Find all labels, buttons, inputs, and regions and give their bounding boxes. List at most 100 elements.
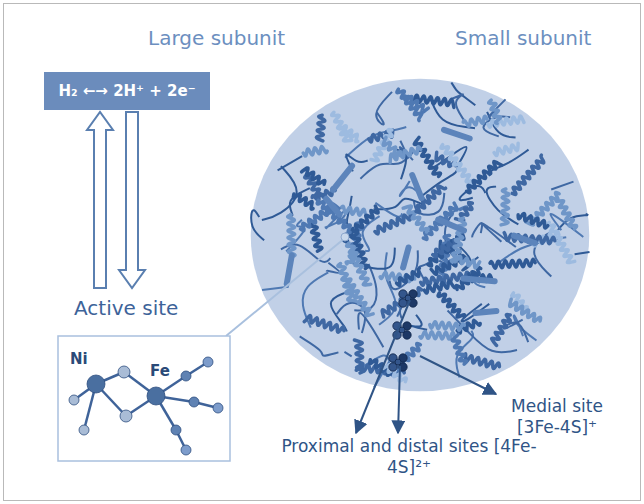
protein-helix <box>288 215 295 257</box>
protein-loop <box>575 252 590 254</box>
protein-loop <box>300 336 339 355</box>
protein-sheet <box>475 311 496 313</box>
protein-helix <box>510 299 541 321</box>
protein-helix <box>463 116 487 126</box>
protein-loop <box>278 156 303 170</box>
atom-ball <box>87 375 105 393</box>
bond-stick <box>124 372 156 396</box>
protein-helix <box>304 316 344 333</box>
protein-loop <box>551 182 573 190</box>
protein-helix <box>420 332 455 339</box>
subunit-label: Large subunit <box>148 26 318 50</box>
protein-helix <box>302 168 325 184</box>
atom-ball <box>213 403 223 413</box>
atom-ball <box>181 445 191 455</box>
protein-helix <box>438 293 464 317</box>
protein-helix <box>441 145 474 188</box>
atom-ball <box>69 395 79 405</box>
subunit-label: Small subunit <box>455 26 625 50</box>
callout-leader <box>356 300 410 433</box>
protein-helix <box>310 223 322 251</box>
atom-ball <box>181 371 191 381</box>
protein-loop <box>472 223 482 238</box>
protein-ribbon <box>251 79 590 391</box>
protein-sheet <box>403 247 408 267</box>
atom-ball <box>171 425 181 435</box>
bond-stick <box>126 396 156 416</box>
protein-helix <box>492 314 511 345</box>
cluster-atom <box>395 359 401 365</box>
protein-loop <box>504 320 528 342</box>
protein-helix <box>354 340 363 373</box>
protein-helix <box>452 334 467 364</box>
protein-helix <box>382 288 421 317</box>
bond-stick <box>194 402 218 408</box>
block-arrow <box>119 112 145 288</box>
site-callout: Medial site [3Fe-4S]⁺ <box>493 396 621 437</box>
bond-stick <box>156 396 176 430</box>
protein-helix <box>343 277 373 316</box>
bond-stick <box>156 376 186 396</box>
bond-stick <box>156 396 194 402</box>
protein-body <box>251 79 590 391</box>
protein-helix <box>504 233 555 244</box>
protein-helix <box>501 189 509 225</box>
inset-drawing <box>56 290 232 464</box>
protein-helix <box>383 137 401 155</box>
iron-sulfur-clusters <box>389 290 417 371</box>
protein-sheet <box>326 199 339 215</box>
reaction-box: H₂ ←→ 2H⁺ + 2e⁻ <box>44 72 210 110</box>
figure-frame <box>4 4 641 501</box>
atom-label: Fe <box>150 362 170 380</box>
protein-helix <box>467 162 502 193</box>
protein-sheet <box>333 166 352 190</box>
bond-stick <box>176 430 186 450</box>
inset-frame <box>58 336 230 461</box>
protein-helix <box>397 268 420 285</box>
atom-ball <box>147 387 165 405</box>
atom-ball <box>203 357 213 367</box>
atom-ball <box>120 410 132 422</box>
protein-helix <box>332 112 352 141</box>
callout-leader <box>420 356 496 394</box>
protein-sheet <box>438 220 464 231</box>
protein-helix <box>342 206 365 215</box>
protein-loop <box>411 315 427 330</box>
protein-helix <box>518 214 548 229</box>
active-site-leader <box>226 238 345 336</box>
bond-stick <box>96 384 126 416</box>
bond-stick <box>84 384 96 430</box>
callout-leader <box>398 366 400 433</box>
protein-helix <box>512 155 544 194</box>
protein-helix <box>375 212 414 234</box>
protein-helix <box>490 259 535 268</box>
protein-helix <box>489 100 501 123</box>
protein-helix <box>414 137 440 176</box>
protein-helix <box>466 354 500 369</box>
atom-label: Ni <box>70 350 88 368</box>
protein-helix <box>347 243 371 285</box>
inset-heading: Active site <box>74 296 178 320</box>
protein-loop <box>376 92 392 125</box>
protein-helix <box>405 96 429 112</box>
atom-ball <box>79 425 89 435</box>
protein-helix <box>316 115 324 141</box>
cluster-atom <box>399 327 405 333</box>
site-callout: Proximal and distal sites [4Fe-4S]²⁺ <box>278 436 540 477</box>
bond-stick <box>74 384 96 400</box>
protein-helix <box>494 143 518 155</box>
atom-ball <box>189 397 199 407</box>
protein-helix <box>556 199 577 229</box>
active-site-inset: Active siteNiFe <box>56 290 232 464</box>
bond-stick <box>186 362 208 376</box>
protein-sheet <box>463 278 494 281</box>
protein-sheet <box>412 175 421 198</box>
protein-sheet <box>287 255 292 284</box>
protein-sheet <box>444 130 470 139</box>
bond-stick <box>96 372 124 384</box>
protein-helix <box>293 194 313 209</box>
atom-ball <box>118 366 130 378</box>
